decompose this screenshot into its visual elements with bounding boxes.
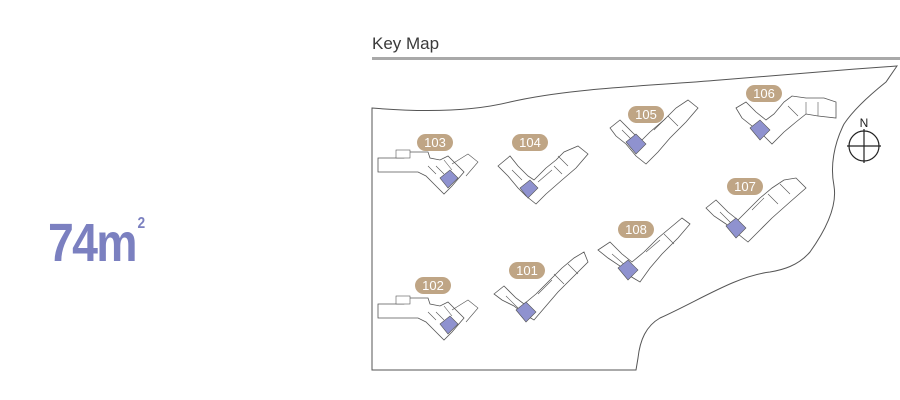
building-105 [609, 99, 699, 165]
badge-102: 102 [415, 277, 451, 294]
unit-area-superscript: 2 [137, 215, 146, 232]
badge-108: 108 [618, 221, 654, 238]
building-103 [377, 149, 479, 195]
badge-103: 103 [417, 134, 453, 151]
unit-area-value: 74m [48, 213, 138, 273]
building-104 [497, 145, 589, 205]
badge-101-label: 101 [516, 263, 538, 278]
badge-105: 105 [628, 106, 664, 123]
key-map-divider [372, 57, 900, 60]
badge-104: 104 [512, 134, 548, 151]
building-102 [377, 295, 479, 341]
key-map-title: Key Map [372, 34, 440, 53]
badge-108-label: 108 [625, 222, 647, 237]
badge-103-label: 103 [424, 135, 446, 150]
badge-101: 101 [509, 262, 545, 279]
badge-102-label: 102 [422, 278, 444, 293]
badge-106: 106 [746, 85, 782, 102]
badge-106-label: 106 [753, 86, 775, 101]
badge-105-label: 105 [635, 107, 657, 122]
north-arrow-icon: N [847, 116, 881, 163]
badge-107-label: 107 [734, 179, 756, 194]
badge-104-label: 104 [519, 135, 541, 150]
building-101 [493, 251, 589, 323]
site-boundary [371, 65, 898, 371]
building-108 [597, 217, 691, 283]
north-label: N [860, 116, 869, 130]
building-106 [735, 95, 837, 145]
building-107 [705, 177, 807, 243]
badge-107: 107 [727, 178, 763, 195]
